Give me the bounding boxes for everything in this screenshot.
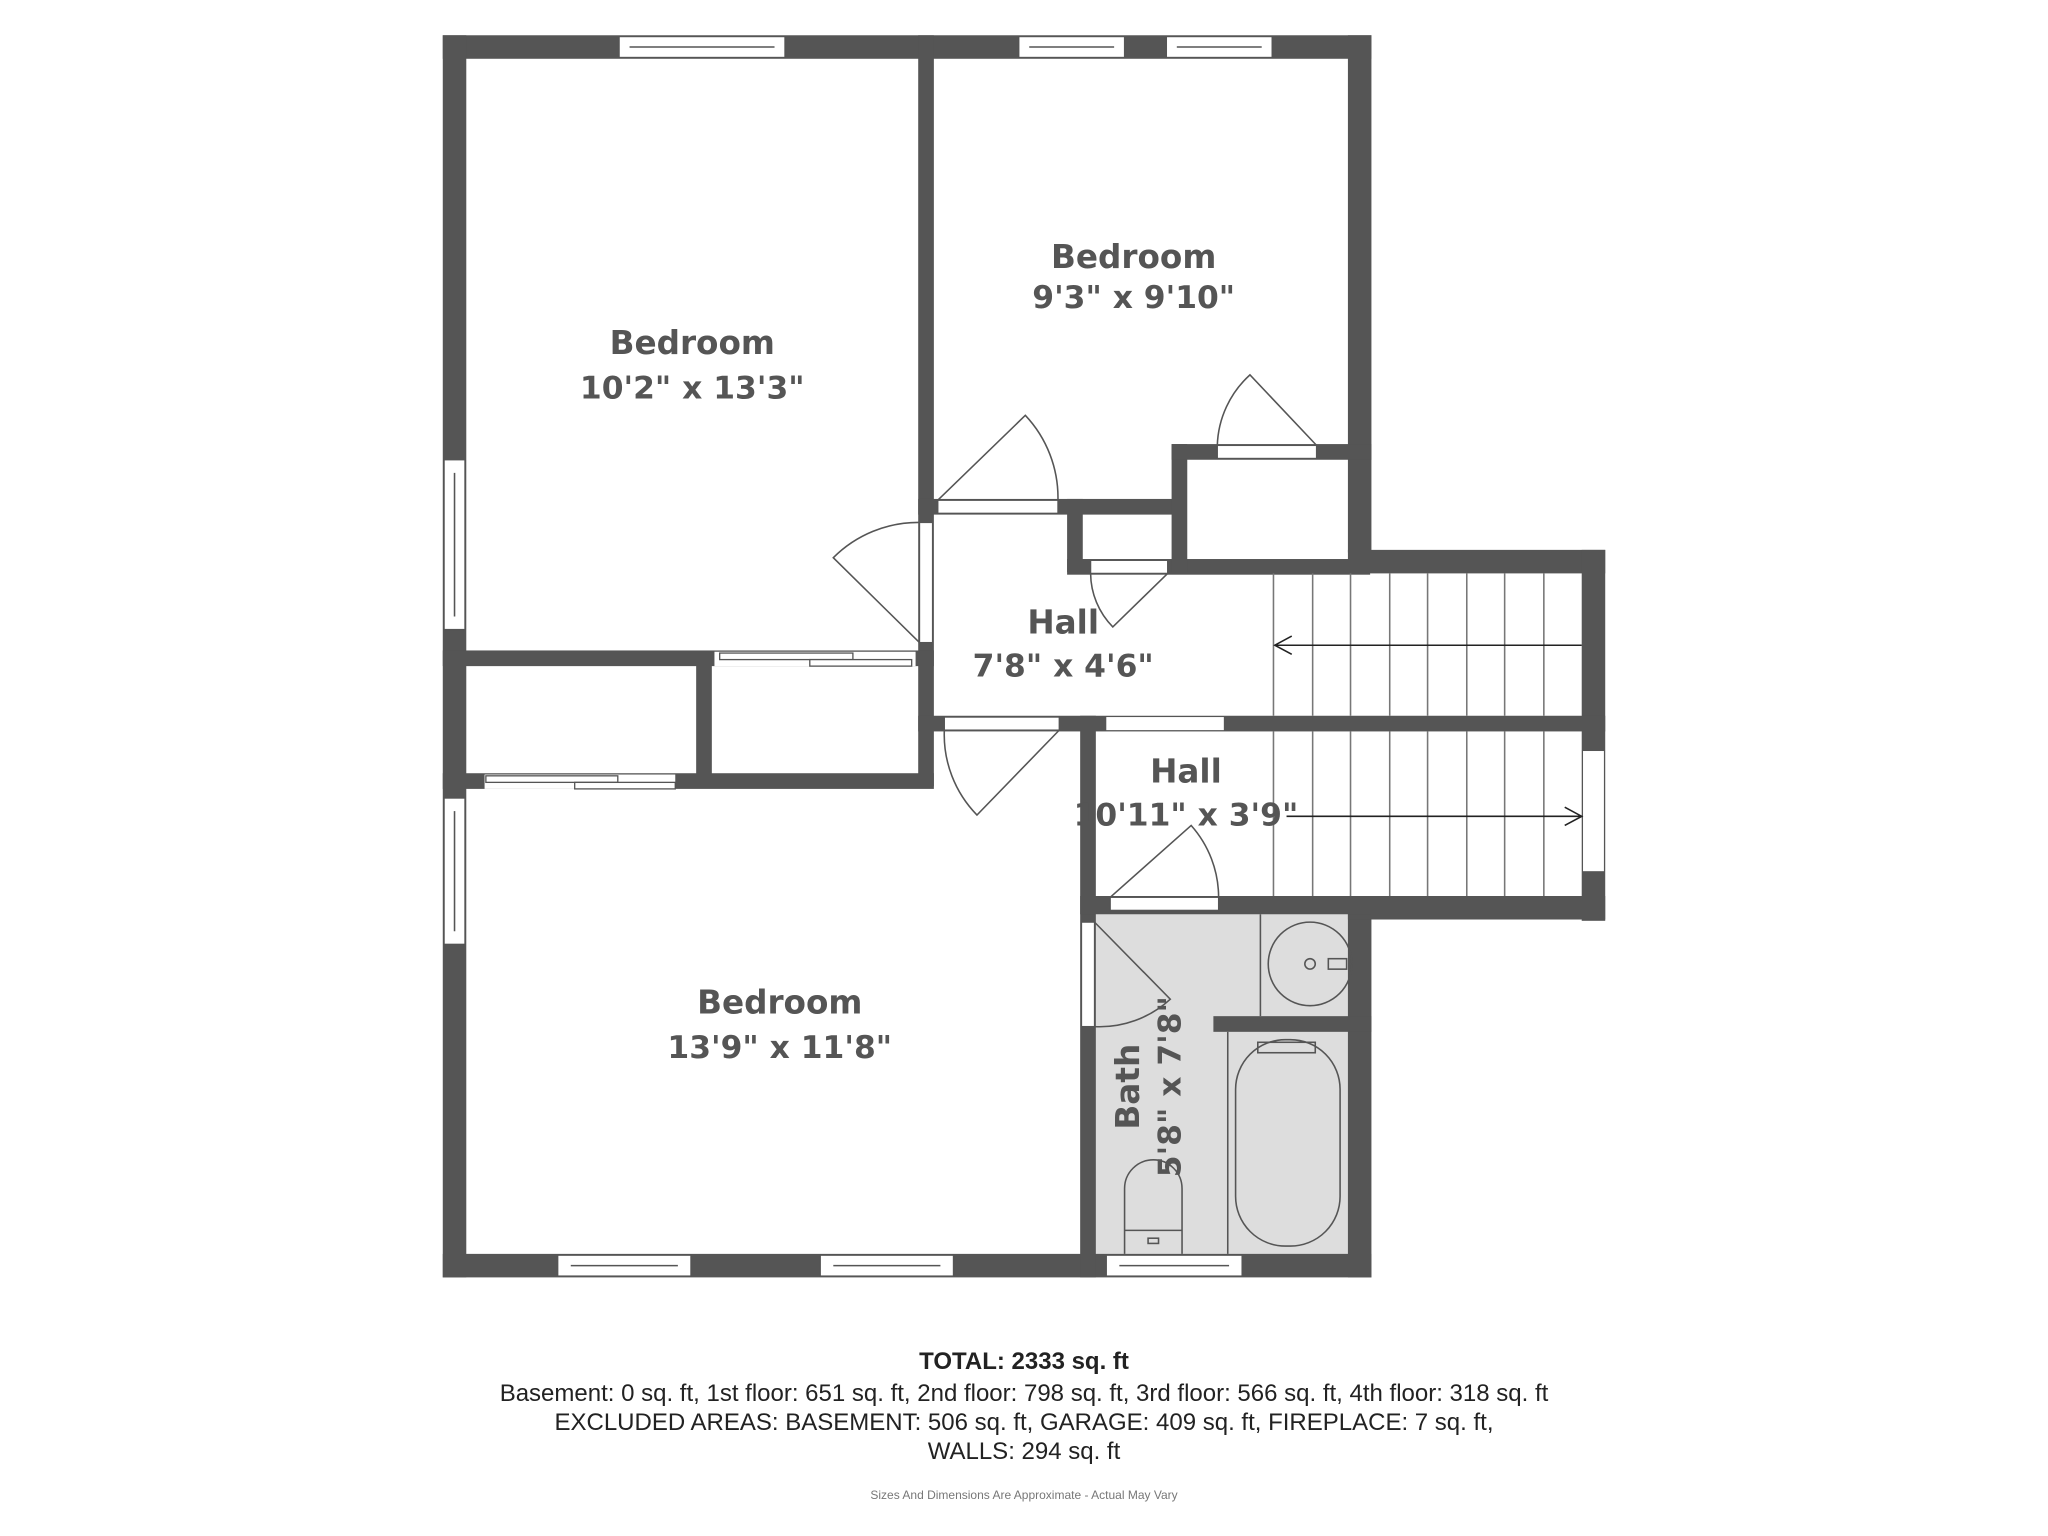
- disclaimer: Sizes And Dimensions Are Approximate - A…: [870, 1488, 1178, 1502]
- svg-text:5'8" x 7'8": 5'8" x 7'8": [1153, 996, 1189, 1177]
- svg-text:7'8" x 4'6": 7'8" x 4'6": [973, 649, 1154, 685]
- svg-text:13'9" x 11'8": 13'9" x 11'8": [667, 1030, 892, 1066]
- svg-text:Bedroom: Bedroom: [610, 324, 775, 362]
- svg-text:9'3" x 9'10": 9'3" x 9'10": [1032, 280, 1235, 316]
- svg-text:Bath: Bath: [1109, 1044, 1147, 1130]
- bath-floor: [1093, 914, 1350, 1257]
- room-label-hall-1: Hall 7'8" x 4'6": [973, 603, 1154, 684]
- svg-text:Hall: Hall: [1027, 603, 1099, 641]
- room-label-bedroom-2: Bedroom 9'3" x 9'10": [1032, 238, 1235, 316]
- excluded-areas: EXCLUDED AREAS: BASEMENT: 506 sq. ft, GA…: [554, 1409, 1494, 1436]
- room-label-hall-2: Hall 10'11" x 3'9": [1074, 752, 1299, 833]
- room-label-bedroom-3: Bedroom 13'9" x 11'8": [667, 984, 892, 1066]
- bathtub-icon: [1234, 1038, 1341, 1247]
- doors: [484, 373, 1318, 1028]
- svg-text:10'11" x 3'9": 10'11" x 3'9": [1074, 797, 1299, 833]
- toilet-icon: [1123, 1159, 1183, 1254]
- room-label-bath: Bath 5'8" x 7'8": [1109, 996, 1189, 1177]
- svg-text:Bedroom: Bedroom: [697, 984, 862, 1022]
- sink-icon: [1267, 921, 1353, 1007]
- stairs[interactable]: [1272, 573, 1584, 896]
- svg-text:Bedroom: Bedroom: [1051, 238, 1216, 276]
- svg-text:10'2" x 13'3": 10'2" x 13'3": [580, 370, 805, 406]
- bath-fixtures: [1123, 914, 1353, 1254]
- svg-text:Hall: Hall: [1150, 752, 1222, 790]
- windows: [443, 35, 1604, 1277]
- room-label-bedroom-1: Bedroom 10'2" x 13'3": [580, 324, 805, 406]
- floor-areas: Basement: 0 sq. ft, 1st floor: 651 sq. f…: [499, 1380, 1549, 1407]
- total-area: TOTAL: 2333 sq. ft: [919, 1348, 1129, 1375]
- wall-area: WALLS: 294 sq. ft: [927, 1438, 1121, 1465]
